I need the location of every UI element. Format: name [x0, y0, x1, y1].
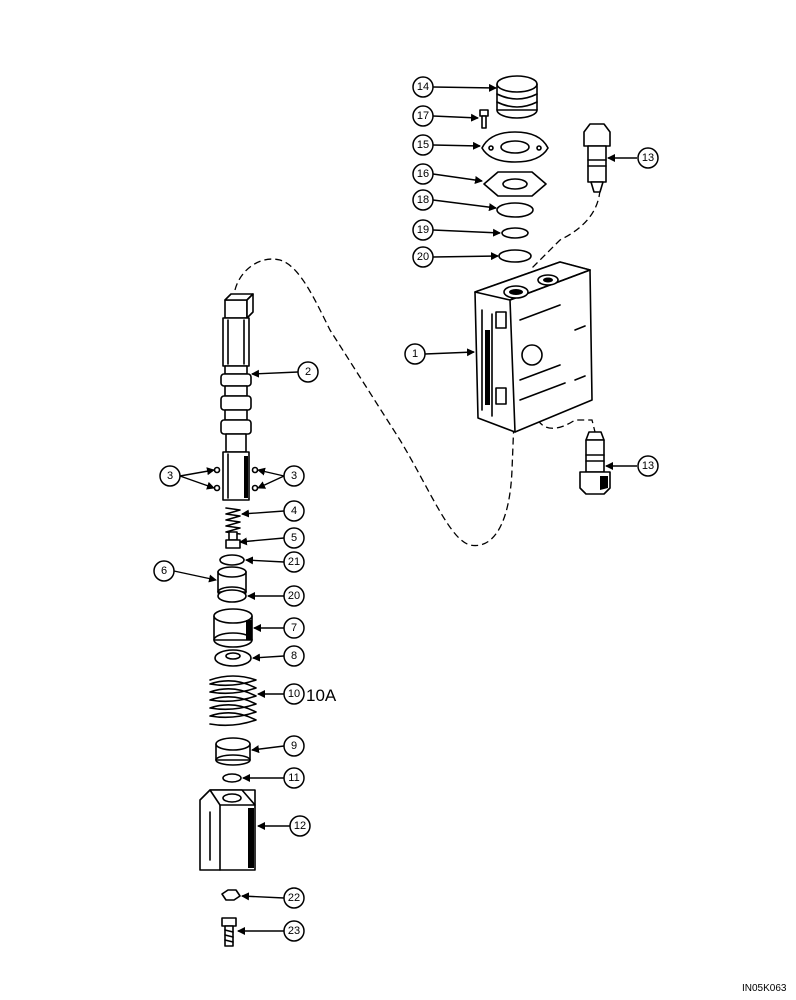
callout-11: 11 [283, 767, 305, 789]
callout-3-left: 3 [159, 465, 181, 487]
ring-part-20-right [498, 249, 532, 263]
callout-15: 15 [412, 134, 434, 156]
svg-text:11: 11 [288, 772, 299, 784]
svg-text:13: 13 [642, 460, 654, 472]
callout-7: 7 [283, 617, 305, 639]
callout-22: 22 [283, 887, 305, 909]
seat-part-9 [215, 737, 251, 766]
callout-18: 18 [412, 189, 434, 211]
svg-text:12: 12 [294, 820, 306, 832]
svg-text:4: 4 [291, 505, 297, 517]
screw-part-17 [479, 109, 489, 129]
callout-2: 2 [297, 361, 319, 383]
ring-part-19 [501, 227, 529, 239]
assembly-line [234, 258, 515, 547]
svg-text:13: 13 [642, 152, 654, 164]
callout-4: 4 [283, 500, 305, 522]
callout-20-right: 20 [412, 246, 434, 268]
callout-10: 10 [283, 683, 305, 705]
svg-text:1: 1 [412, 348, 418, 360]
svg-text:18: 18 [417, 194, 429, 206]
svg-text:14: 14 [417, 81, 429, 93]
relief-valve-part-13-bottom [579, 431, 611, 495]
svg-text:9: 9 [291, 740, 297, 752]
callout-14: 14 [412, 76, 434, 98]
svg-text:6: 6 [161, 565, 167, 577]
ring-part-20 [217, 589, 247, 603]
callout-16: 16 [412, 163, 434, 185]
nut-part-22 [221, 889, 241, 901]
plate-part-15 [481, 131, 549, 163]
svg-text:3: 3 [167, 470, 173, 482]
spring-part-10 [209, 675, 257, 727]
bushing-part-6 [217, 566, 247, 598]
plug-part-14 [496, 75, 538, 119]
svg-text:22: 22 [288, 892, 300, 904]
callout-9: 9 [283, 735, 305, 757]
spring-part-4 [225, 507, 241, 535]
callout-21: 21 [283, 551, 305, 573]
assembly-line-13-bottom [537, 419, 596, 433]
callout-6: 6 [153, 560, 175, 582]
callout-19: 19 [412, 219, 434, 241]
callout-17: 17 [412, 105, 434, 127]
callout-20-left: 20 [283, 585, 305, 607]
pin-part-5 [225, 531, 241, 549]
spool-part-2 [220, 293, 254, 501]
svg-text:5: 5 [291, 532, 297, 544]
svg-text:2: 2 [305, 366, 311, 378]
callout-23: 23 [283, 920, 305, 942]
callout-5: 5 [283, 527, 305, 549]
svg-text:17: 17 [417, 110, 429, 122]
svg-text:20: 20 [288, 590, 300, 602]
valve-body-part-1 [474, 261, 593, 433]
svg-text:16: 16 [417, 168, 429, 180]
cap-part-7 [213, 608, 253, 648]
washer-part-8 [214, 649, 252, 667]
svg-text:23: 23 [288, 925, 300, 937]
figure-id: IN05K063 [742, 983, 787, 994]
svg-text:15: 15 [417, 139, 429, 151]
svg-text:19: 19 [417, 224, 429, 236]
svg-text:8: 8 [291, 650, 297, 662]
callout-8: 8 [283, 645, 305, 667]
ring-part-18 [496, 202, 534, 218]
callout-13-top: 13 [637, 147, 659, 169]
relief-valve-part-13-top [583, 123, 611, 193]
assembly-line-13-top [529, 189, 601, 271]
leader-lines [173, 83, 637, 935]
svg-text:7: 7 [291, 622, 297, 634]
gasket-part-16 [483, 171, 547, 197]
callout-3-right: 3 [283, 465, 305, 487]
housing-part-12 [199, 789, 256, 871]
screw-part-23 [221, 917, 237, 947]
callout-12: 12 [289, 815, 311, 837]
svg-text:20: 20 [417, 251, 429, 263]
label-10a: 10A [306, 686, 337, 705]
snap-ring-part-11 [222, 773, 242, 783]
svg-text:21: 21 [288, 556, 300, 568]
callout-1: 1 [404, 343, 426, 365]
svg-text:3: 3 [291, 470, 297, 482]
o-ring-part-21 [219, 554, 245, 566]
callout-13-bottom: 13 [637, 455, 659, 477]
svg-text:10: 10 [288, 688, 300, 700]
